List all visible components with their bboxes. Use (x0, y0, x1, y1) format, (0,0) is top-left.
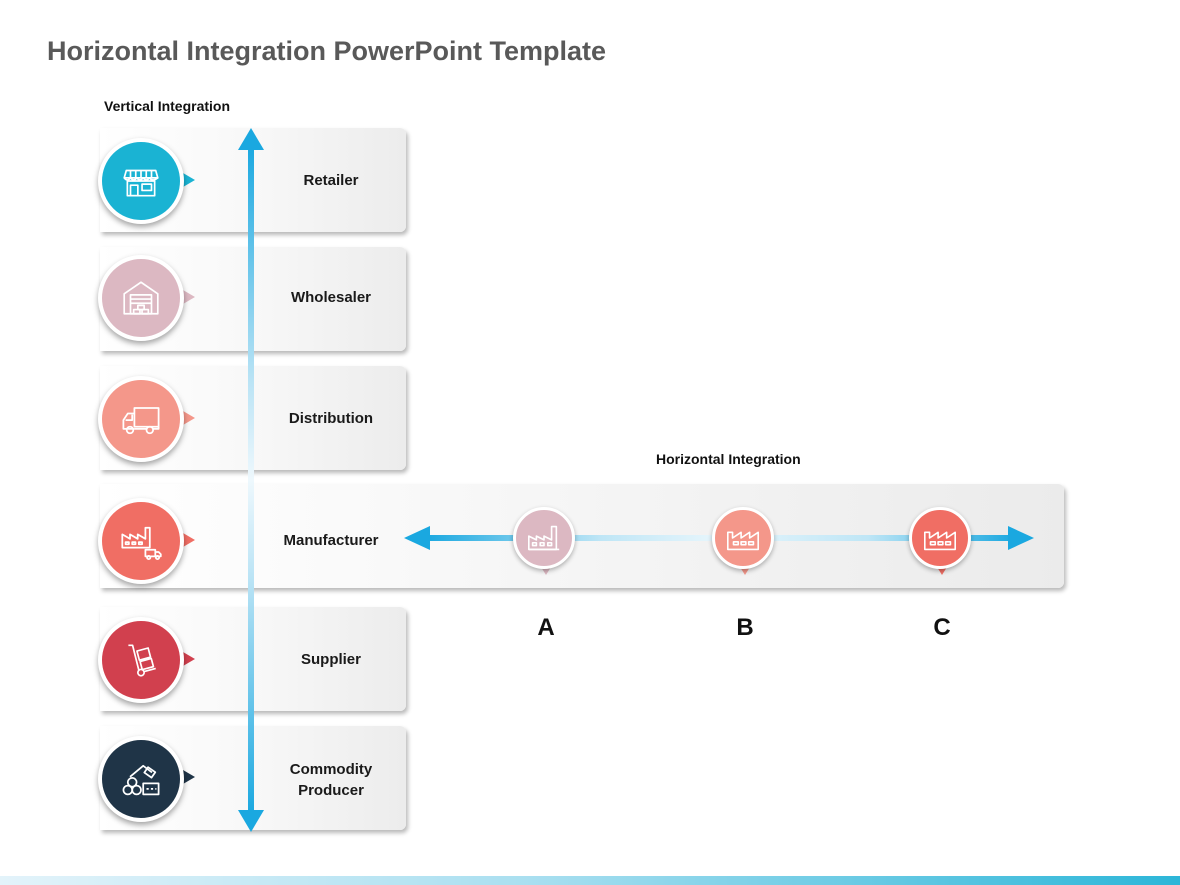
company-pointer (740, 567, 750, 575)
retailer-badge (98, 138, 184, 224)
manufacturer-badge (98, 498, 184, 584)
supplier-badge (98, 617, 184, 703)
company-pointer (937, 567, 947, 575)
storefront-icon (123, 169, 159, 197)
level-label-distribution: Distribution (288, 410, 374, 427)
commodity-producer-badge (98, 736, 184, 822)
raw-materials-icon (122, 764, 160, 796)
level-label-commodity-producer: Commodity Producer (289, 761, 373, 799)
level-label-retailer: Retailer (303, 172, 359, 189)
company-pointer (541, 567, 551, 575)
company-b-badge (712, 507, 774, 569)
badge-pointer (183, 411, 195, 425)
factory-icon (726, 531, 760, 551)
wholesaler-badge (98, 255, 184, 341)
level-label-wholesaler: Wholesaler (290, 289, 372, 306)
factory-icon (923, 531, 957, 551)
badge-pointer (183, 173, 195, 187)
hand-truck-icon (128, 644, 156, 677)
footer-accent-bar (0, 876, 1180, 885)
slide-title: Horizontal Integration PowerPoint Templa… (47, 36, 607, 66)
factory-icon (527, 525, 560, 551)
horizontal-integration-label: Horizontal Integration (656, 451, 801, 467)
level-label-supplier: Supplier (300, 651, 361, 668)
company-b-label: B (736, 614, 754, 641)
company-a-badge (513, 507, 575, 569)
distribution-badge (98, 376, 184, 462)
badge-pointer (183, 770, 195, 784)
vertical-integration-label: Vertical Integration (104, 98, 231, 114)
company-c-badge (909, 507, 971, 569)
badge-pointer (183, 652, 195, 666)
delivery-truck-icon (122, 407, 160, 435)
company-a-label: A (537, 614, 555, 641)
badge-pointer (183, 533, 195, 547)
level-label-manufacturer: Manufacturer (283, 532, 379, 549)
warehouse-icon (123, 281, 159, 315)
badge-pointer (183, 290, 195, 304)
factory-icon (121, 526, 162, 561)
company-c-label: C (933, 614, 951, 641)
